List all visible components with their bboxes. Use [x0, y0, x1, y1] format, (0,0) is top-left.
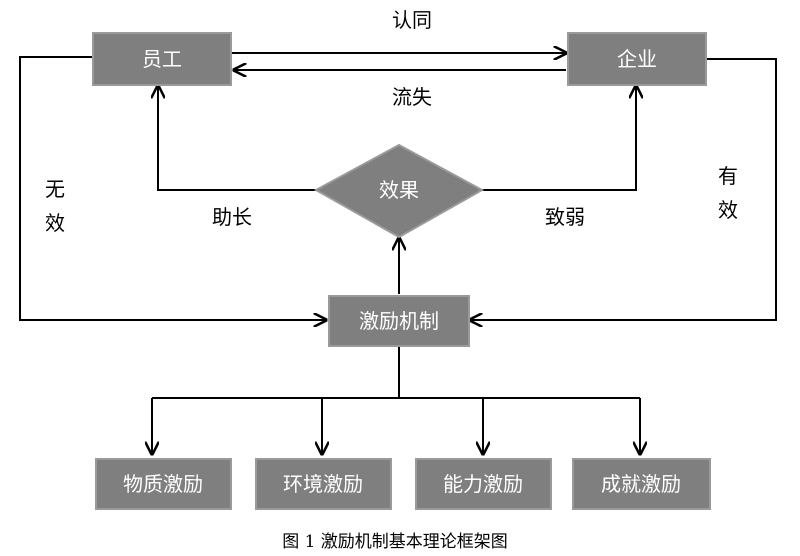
label-invalid-2: 效 — [45, 211, 65, 235]
arrow-invalid — [19, 56, 326, 320]
arrow-valid — [470, 58, 777, 320]
enterprise-label: 企业 — [617, 47, 657, 71]
arrow-boost — [158, 86, 318, 191]
employee-label: 员工 — [142, 47, 182, 71]
figure-caption: 图 1 激励机制基本理论框架图 — [282, 532, 508, 552]
material-label: 物质激励 — [123, 472, 203, 496]
environment-label: 环境激励 — [283, 472, 363, 496]
ability-node: 能力激励 — [415, 458, 552, 510]
label-valid-1: 有 — [718, 164, 738, 188]
enterprise-node: 企业 — [567, 32, 707, 86]
label-weaken: 致弱 — [545, 205, 585, 229]
label-invalid-1: 无 — [45, 177, 65, 201]
achievement-label: 成就激励 — [601, 472, 681, 496]
arrow-weaken — [482, 86, 636, 191]
label-boost: 助长 — [212, 205, 252, 229]
employee-node: 员工 — [92, 32, 232, 86]
mechanism-label: 激励机制 — [359, 309, 439, 333]
branch-connectors — [152, 346, 640, 454]
achievement-node: 成就激励 — [572, 458, 711, 510]
mechanism-node: 激励机制 — [328, 295, 470, 347]
environment-node: 环境激励 — [255, 458, 392, 510]
label-loss: 流失 — [392, 85, 432, 109]
effect-label: 效果 — [379, 178, 419, 202]
label-recognition: 认同 — [392, 8, 432, 32]
material-node: 物质激励 — [95, 458, 232, 510]
ability-label: 能力激励 — [443, 472, 523, 496]
label-valid-2: 效 — [718, 198, 738, 222]
effect-node: 效果 — [313, 143, 485, 239]
